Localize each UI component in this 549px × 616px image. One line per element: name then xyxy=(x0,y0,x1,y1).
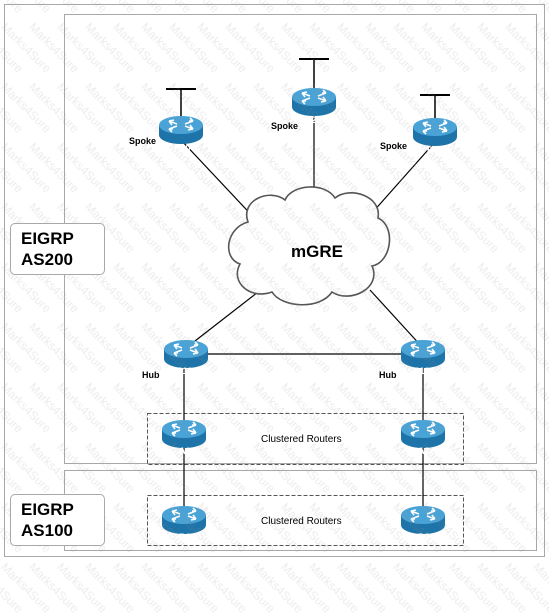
cluster-label-top: Clustered Routers xyxy=(261,434,342,445)
domain-as100-line2: AS100 xyxy=(21,521,73,540)
watermark-text: Marks4Sure xyxy=(418,560,474,616)
watermark-text: Marks4Sure xyxy=(194,560,250,616)
antenna-r10 xyxy=(166,88,196,120)
watermark-text: Marks4Sure xyxy=(446,560,502,616)
router-r102-role: Hub xyxy=(379,370,397,380)
link-cloud-r101 xyxy=(185,291,259,349)
cluster-label-bottom: Clustered Routers xyxy=(261,516,342,527)
router-a1-icon xyxy=(161,419,207,449)
router-r20-name: R20 xyxy=(305,115,322,125)
watermark-text: Marks4Sure xyxy=(530,560,549,616)
mgre-label: mGRE xyxy=(291,242,343,261)
watermark-text: Marks4Sure xyxy=(110,560,166,616)
watermark-text: Marks4Sure xyxy=(474,560,530,616)
watermark-text: Marks4Sure xyxy=(0,560,54,616)
watermark-text: Marks4Sure xyxy=(138,560,194,616)
link-r10-cloud xyxy=(180,139,259,223)
router-r101-role: Hub xyxy=(142,370,160,380)
watermark-text: Marks4Sure xyxy=(306,560,362,616)
mgre-cloud xyxy=(227,186,391,306)
router-a2-icon xyxy=(400,419,446,449)
watermark-text: Marks4Sure xyxy=(362,560,418,616)
router-r30-icon xyxy=(412,117,458,147)
watermark-text: Marks4Sure xyxy=(278,560,334,616)
watermark-text: Marks4Sure xyxy=(390,560,446,616)
as100-region xyxy=(64,470,537,551)
cluster-box-bottom xyxy=(147,495,464,546)
domain-as200-line1: EIGRP xyxy=(21,229,74,248)
router-r10-role: Spoke xyxy=(129,136,157,146)
router-r20-icon xyxy=(291,87,337,117)
watermark-text: Marks4Sure xyxy=(334,560,390,616)
router-a1-name: A1 xyxy=(179,446,191,456)
watermark-text: Marks4Sure xyxy=(54,560,110,616)
outer-frame xyxy=(4,4,545,557)
antenna-r30 xyxy=(420,94,450,122)
watermark-text: Marks4Sure xyxy=(26,560,82,616)
router-r20-role: Spoke xyxy=(271,121,299,131)
domain-as200-line2: AS200 xyxy=(21,250,73,269)
watermark-text: Marks4Sure xyxy=(166,560,222,616)
router-r102-icon xyxy=(400,339,446,369)
router-r10-icon xyxy=(158,115,204,145)
router-r101-name: R101 xyxy=(176,366,198,376)
router-b1-icon xyxy=(161,505,207,535)
router-r10-name: R10 xyxy=(174,143,191,153)
router-b2-name: B2 xyxy=(418,532,430,542)
router-a2-name: A2 xyxy=(418,446,430,456)
router-r30-role: Spoke xyxy=(380,141,408,151)
cluster-box-top xyxy=(147,413,464,465)
diagram-canvas xyxy=(4,4,545,557)
link-cloud-r102 xyxy=(369,289,424,349)
router-r101-icon xyxy=(163,339,209,369)
antenna-r20 xyxy=(299,58,329,92)
watermark-text: Marks4Sure xyxy=(0,560,26,616)
domain-as100-line1: EIGRP xyxy=(21,500,74,519)
watermark-text: Marks4Sure xyxy=(502,560,549,616)
router-b1-name: B1 xyxy=(179,532,191,542)
watermark-text: Marks4Sure xyxy=(250,560,306,616)
router-b2-icon xyxy=(400,505,446,535)
watermark-text: Marks4Sure xyxy=(82,560,138,616)
watermark-text: Marks4Sure xyxy=(222,560,278,616)
router-r102-name: R102 xyxy=(413,366,435,376)
router-r30-name: R30 xyxy=(427,145,444,155)
domain-label-as200: EIGRP AS200 xyxy=(10,223,105,275)
domain-label-as100: EIGRP AS100 xyxy=(10,494,105,546)
